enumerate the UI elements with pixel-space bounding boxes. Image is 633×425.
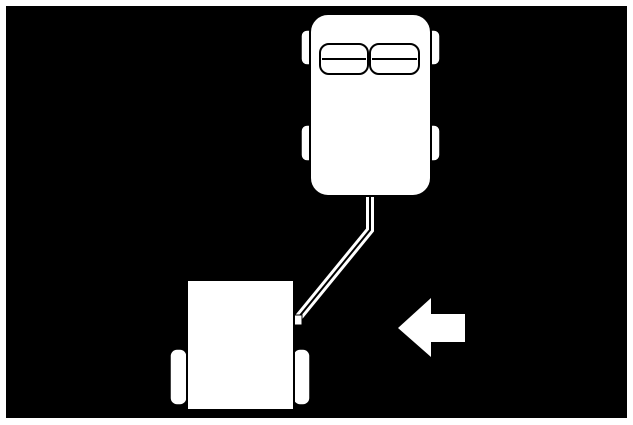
car-icon [300, 13, 441, 197]
trailer-wheel-left [169, 348, 188, 406]
trailer-wheel-right [292, 348, 311, 406]
trailer-icon [169, 279, 311, 411]
trailer-body [186, 279, 295, 411]
arrow-left-icon [398, 298, 465, 357]
car-body [309, 13, 432, 197]
